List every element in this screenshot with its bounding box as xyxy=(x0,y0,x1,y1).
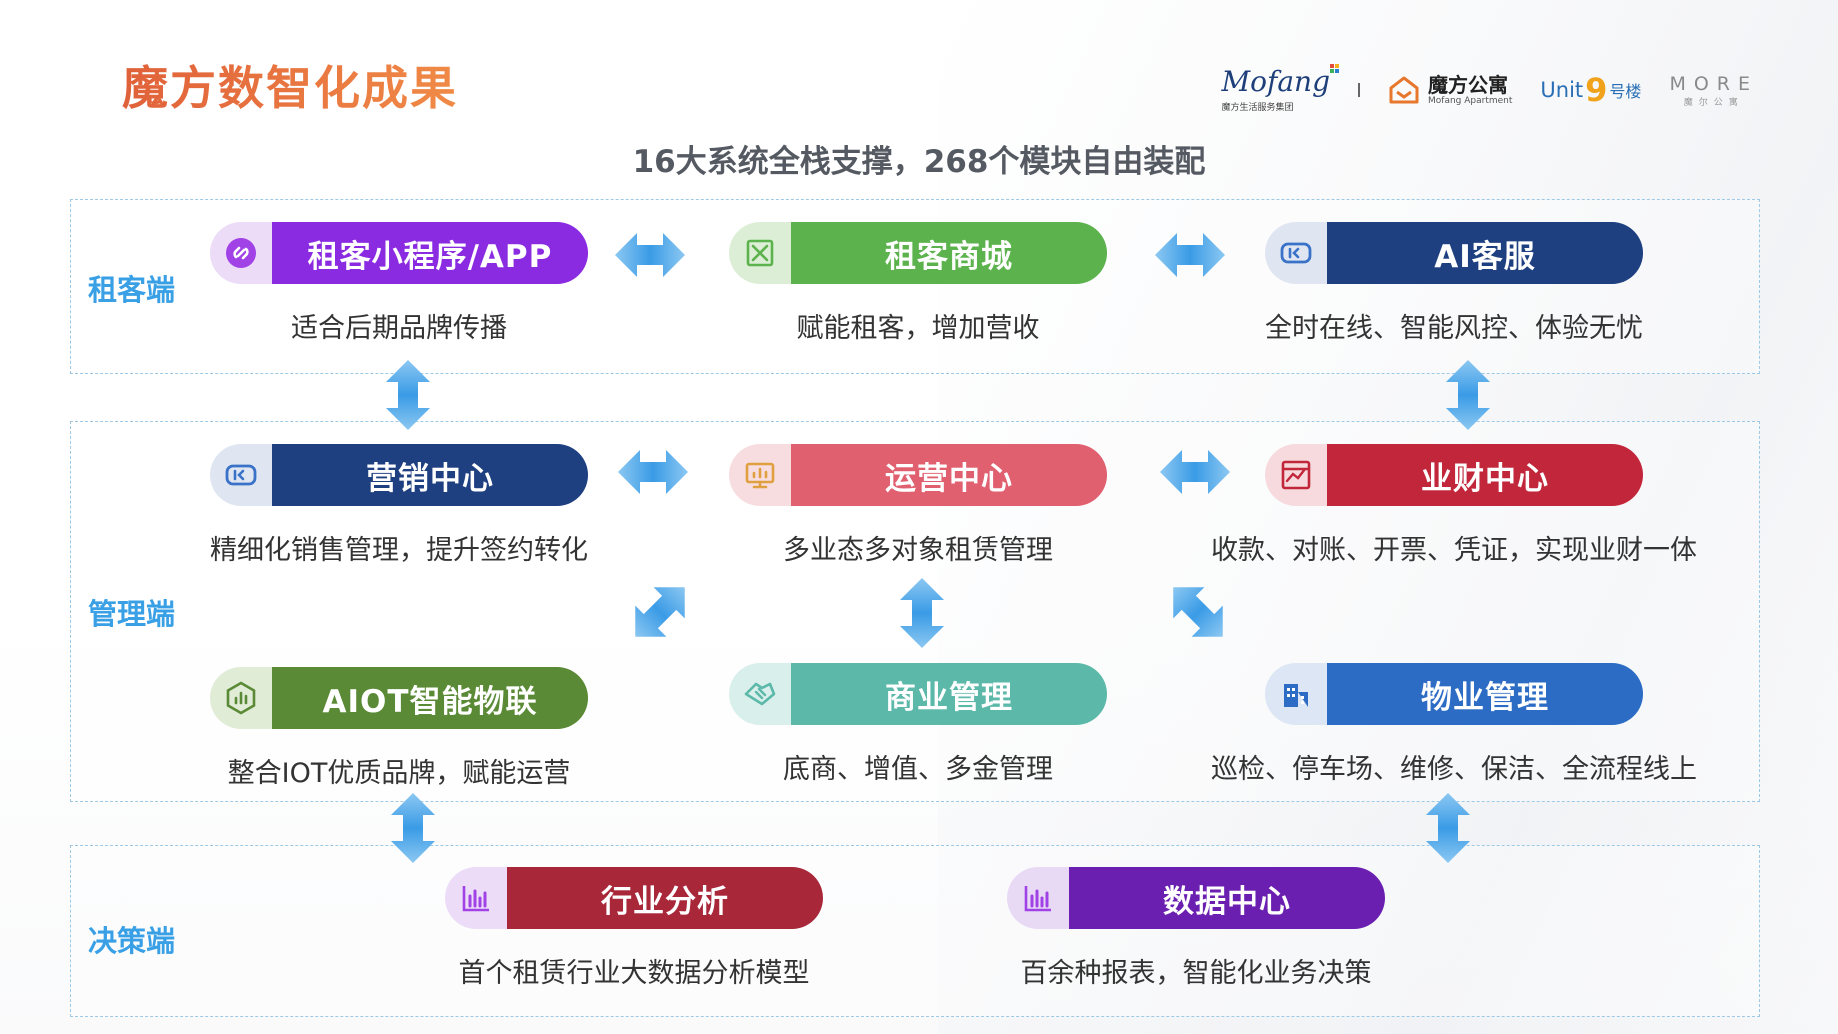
module-description: 全时在线、智能风控、体验无忧 xyxy=(1265,313,1643,344)
double-arrow-horizontal xyxy=(615,233,685,277)
chart-icon xyxy=(1265,444,1327,506)
module-description: 整合IOT优质品牌，赋能运营 xyxy=(227,758,571,789)
module-description: 百余种报表，智能化业务决策 xyxy=(1020,958,1372,989)
double-arrow-horizontal xyxy=(618,450,688,494)
module-title: 商业管理 xyxy=(791,663,1107,725)
section-label-tenant: 租客端 xyxy=(88,273,176,307)
module-property[interactable]: 物业管理 巡检、停车场、维修、保洁、全流程线上 xyxy=(1211,663,1697,785)
module-data-center[interactable]: 数据中心 百余种报表，智能化业务决策 xyxy=(1007,867,1385,989)
module-commercial[interactable]: 商业管理 底商、增值、多金管理 xyxy=(729,663,1107,785)
chat-icon xyxy=(210,444,272,506)
logo-divider xyxy=(1358,83,1361,97)
module-title: AIOT智能物联 xyxy=(272,667,588,729)
module-description: 巡检、停车场、维修、保洁、全流程线上 xyxy=(1211,754,1697,785)
double-arrow-horizontal xyxy=(1155,233,1225,277)
section-decision xyxy=(70,845,1760,1017)
brand-logos: Mofang 魔方生活服务集团 魔方公寓 Mofang Apartment Un… xyxy=(1221,60,1758,120)
module-title: AI客服 xyxy=(1327,222,1643,284)
iot-icon xyxy=(210,667,272,729)
module-finance[interactable]: 业财中心 收款、对账、开票、凭证，实现业财一体 xyxy=(1211,444,1697,566)
module-description: 适合后期品牌传播 xyxy=(291,313,507,344)
double-arrow-vertical xyxy=(1426,793,1470,863)
building-icon xyxy=(1265,663,1327,725)
module-marketing[interactable]: 营销中心 精细化销售管理，提升签约转化 xyxy=(210,444,588,566)
page-title: 魔方数智化成果 xyxy=(122,52,458,118)
handshake-icon xyxy=(729,663,791,725)
module-title: 业财中心 xyxy=(1327,444,1643,506)
module-description: 收款、对账、开票、凭证，实现业财一体 xyxy=(1211,535,1697,566)
section-label-decision: 决策端 xyxy=(88,924,176,958)
module-industry-analysis[interactable]: 行业分析 首个租赁行业大数据分析模型 xyxy=(445,867,823,989)
module-title: 运营中心 xyxy=(791,444,1107,506)
module-title: 租客小程序/APP xyxy=(272,222,588,284)
double-arrow-horizontal xyxy=(1160,450,1230,494)
house-icon xyxy=(1389,76,1419,104)
bar-chart-icon xyxy=(1007,867,1069,929)
shop-icon xyxy=(729,222,791,284)
module-ai-service[interactable]: AI客服 全时在线、智能风控、体验无忧 xyxy=(1265,222,1643,344)
section-label-management: 管理端 xyxy=(88,597,176,631)
module-description: 赋能租客，增加营收 xyxy=(796,313,1040,344)
module-operation[interactable]: 运营中心 多业态多对象租赁管理 xyxy=(729,444,1107,566)
subtitle: 16大系统全栈支撑，268个模块自由装配 xyxy=(632,144,1206,180)
module-description: 精细化销售管理，提升签约转化 xyxy=(210,535,588,566)
module-title: 物业管理 xyxy=(1327,663,1643,725)
module-description: 首个租赁行业大数据分析模型 xyxy=(458,958,810,989)
module-title: 营销中心 xyxy=(272,444,588,506)
chat-icon xyxy=(1265,222,1327,284)
double-arrow-vertical xyxy=(900,578,944,648)
double-arrow-vertical xyxy=(386,360,430,430)
more-logo: MORE 魔尔公寓 xyxy=(1669,72,1758,108)
module-title: 行业分析 xyxy=(507,867,823,929)
module-description: 底商、增值、多金管理 xyxy=(783,754,1053,785)
double-arrow-vertical xyxy=(1446,360,1490,430)
module-description: 多业态多对象租赁管理 xyxy=(783,535,1053,566)
module-title: 数据中心 xyxy=(1069,867,1385,929)
module-tenant-app[interactable]: 租客小程序/APP 适合后期品牌传播 xyxy=(210,222,588,344)
module-aiot[interactable]: AIOT智能物联 整合IOT优质品牌，赋能运营 xyxy=(210,667,588,789)
monitor-icon xyxy=(729,444,791,506)
link-icon xyxy=(210,222,272,284)
mofang-logo: Mofang 魔方生活服务集团 xyxy=(1221,63,1340,113)
module-tenant-mall[interactable]: 租客商城 赋能租客，增加营收 xyxy=(729,222,1107,344)
bar-chart-icon xyxy=(445,867,507,929)
double-arrow-vertical xyxy=(391,793,435,863)
mofang-apartment-logo: 魔方公寓 Mofang Apartment xyxy=(1388,74,1512,106)
module-title: 租客商城 xyxy=(791,222,1107,284)
